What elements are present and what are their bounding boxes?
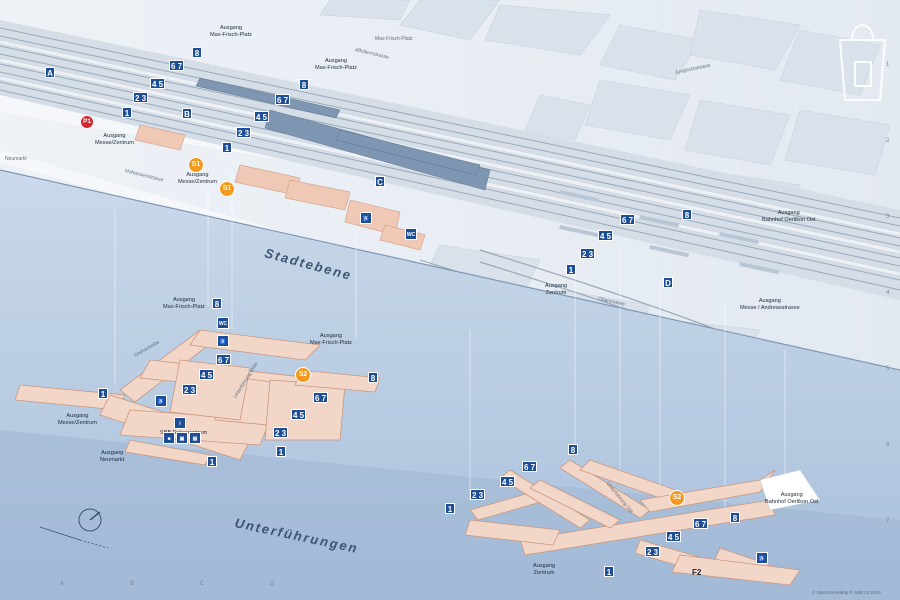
grid-number-1: 1	[886, 62, 890, 68]
info-icon[interactable]: i	[174, 417, 186, 429]
platform-sign-2-3[interactable]: 2 3	[580, 248, 596, 259]
platform-sector-a[interactable]: A	[45, 67, 55, 78]
shop-icon[interactable]: ▤	[189, 432, 201, 444]
platform-sign-2-3[interactable]: 2 3	[182, 384, 198, 395]
platform-sign-4-5[interactable]: 4 5	[254, 111, 270, 122]
platform-sign-1[interactable]: 1	[98, 388, 108, 399]
accessible-icon[interactable]: ♿	[756, 552, 768, 564]
parking-p1-badge[interactable]: P1	[81, 116, 93, 128]
platform-sign-4-5[interactable]: 4 5	[598, 230, 614, 241]
shopping-bag-icon[interactable]	[838, 24, 887, 101]
toilet-icon[interactable]: ♿	[360, 212, 372, 224]
street-neumarkt: Neumarkt	[5, 156, 27, 162]
exit-messe-zentrum-1[interactable]: Ausgang Messe/Zentrum	[95, 133, 134, 146]
platform-sign-8[interactable]: 8	[568, 444, 578, 455]
platform-sign-4-5[interactable]: 4 5	[150, 78, 166, 89]
platform-sector-c[interactable]: C	[375, 176, 385, 187]
exit-zentrum-upper[interactable]: Ausgang Zentrum	[545, 283, 568, 296]
s-bahn-s2-badge[interactable]: S2	[295, 367, 311, 383]
platform-roofs	[195, 77, 491, 191]
platform-sector-d[interactable]: D	[663, 277, 673, 288]
exit-max-frisch-lower-1[interactable]: Ausgang Max-Frisch-Platz	[163, 297, 205, 310]
s-bahn-s1-badge[interactable]: S1	[219, 181, 235, 197]
platform-sign-2-3[interactable]: 2 3	[645, 546, 661, 557]
grid-number-5: 5	[886, 366, 890, 372]
platform-sign-8[interactable]: 8	[368, 372, 378, 383]
platform-sign-2-3[interactable]: 2 3	[470, 489, 486, 500]
exit-messe-zentrum-lower[interactable]: Ausgang Messe/Zentrum	[58, 413, 97, 426]
ticket-icon[interactable]: ■	[163, 432, 175, 444]
wc-icon[interactable]: WC	[217, 317, 229, 329]
grid-number-3: 3	[886, 214, 890, 220]
platform-sign-4-5[interactable]: 4 5	[500, 476, 516, 487]
connection-lines	[114, 170, 786, 520]
grid-letter-b: B	[130, 581, 135, 587]
platform-sign-8[interactable]: 8	[299, 79, 309, 90]
grid-letter-d: D	[270, 581, 275, 587]
platform-sign-6-7[interactable]: 6 7	[620, 214, 636, 225]
platform-sign-4-5[interactable]: 4 5	[291, 409, 307, 420]
platform-sign-4-5[interactable]: 4 5	[666, 531, 682, 542]
platform-sign-4-5[interactable]: 4 5	[199, 369, 215, 380]
exit-oerlikon-ost-upper[interactable]: Ausgang Bahnhof Oerlikon Ost	[762, 210, 816, 223]
platform-sign-6-7[interactable]: 6 7	[693, 518, 709, 529]
plane-boundary	[0, 169, 900, 371]
grid-letter-c: C	[200, 581, 205, 587]
exit-messe-zentrum-2[interactable]: Ausgang Messe/Zentrum	[178, 172, 217, 185]
platform-sign-6-7[interactable]: 6 7	[275, 94, 291, 105]
platform-sign-2-3[interactable]: 2 3	[133, 92, 149, 103]
accessible-icon[interactable]: ♿	[155, 395, 167, 407]
platform-sign-1[interactable]: 1	[276, 446, 286, 457]
platform-sign-6-7[interactable]: 6 7	[522, 461, 538, 472]
street-max-frisch: Max-Frisch-Platz	[375, 36, 413, 42]
platform-sign-1[interactable]: 1	[566, 264, 576, 275]
platform-sign-1[interactable]: 1	[222, 142, 232, 153]
grid-number-4: 4	[886, 290, 890, 296]
platform-sign-8[interactable]: 8	[212, 298, 222, 309]
platform-sign-8[interactable]: 8	[682, 209, 692, 220]
exit-max-frisch-1[interactable]: Ausgang Max-Frisch-Platz	[210, 25, 252, 38]
platform-sector-b[interactable]: B	[182, 108, 192, 119]
grid-number-6: 6	[886, 442, 890, 448]
platform-sign-6-7[interactable]: 6 7	[169, 60, 185, 71]
copyright-text: © OpenStreetMap © SBB 04.2019	[812, 590, 881, 595]
platform-sign-2-3[interactable]: 2 3	[236, 127, 252, 138]
platform-sign-8[interactable]: 8	[730, 512, 740, 523]
exit-zentrum-lower[interactable]: Ausgang Zentrum	[533, 563, 556, 576]
s-bahn-s2-badge[interactable]: S2	[669, 490, 685, 506]
compass	[39, 508, 109, 549]
platform-sign-1[interactable]: 1	[445, 503, 455, 514]
platform-sign-1[interactable]: 1	[207, 456, 217, 467]
oerlikon-ost-exit-area	[759, 469, 821, 511]
s-bahn-s1-badge[interactable]: S1	[188, 157, 204, 173]
exit-neumarkt-lower[interactable]: Ausgang Neumarkt	[100, 450, 125, 463]
accessible-icon[interactable]: ♿	[217, 335, 229, 347]
station-buildings	[134, 124, 426, 251]
exit-max-frisch-2[interactable]: Ausgang Max-Frisch-Platz	[315, 58, 357, 71]
platform-sign-6-7[interactable]: 6 7	[216, 354, 232, 365]
luggage-icon[interactable]: ▣	[176, 432, 188, 444]
exit-messe-andreas[interactable]: Ausgang Messe / Andreasstrasse	[740, 298, 800, 311]
platform-shelters	[559, 190, 780, 275]
wc-icon[interactable]: WC	[405, 228, 417, 240]
platform-sign-1[interactable]: 1	[122, 107, 132, 118]
f2-label: F2	[692, 568, 702, 577]
exit-oerlikon-ost-lower[interactable]: Ausgang Bahnhof Oerlikon Ost	[765, 492, 819, 505]
grid-number-7: 7	[886, 518, 890, 524]
platform-sign-6-7[interactable]: 6 7	[313, 392, 329, 403]
grid-letter-a: A	[60, 581, 65, 587]
platform-sign-1[interactable]: 1	[604, 566, 614, 577]
platform-sign-8[interactable]: 8	[192, 47, 202, 58]
grid-number-2: 2	[886, 138, 890, 144]
exit-max-frisch-lower-2[interactable]: Ausgang Max-Frisch-Platz	[310, 333, 352, 346]
platform-sign-2-3[interactable]: 2 3	[273, 427, 289, 438]
